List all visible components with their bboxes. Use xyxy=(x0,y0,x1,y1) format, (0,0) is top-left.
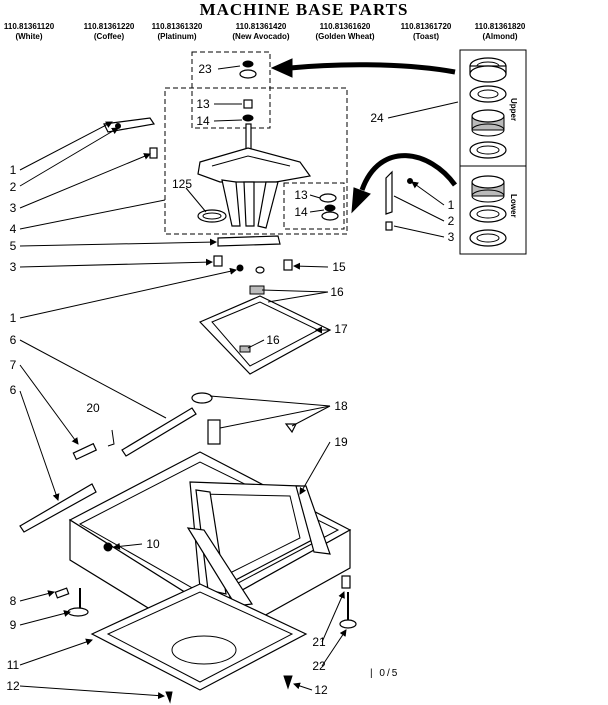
callout-7: 7 xyxy=(9,358,17,372)
model-number: 110.81361620 xyxy=(319,22,371,31)
callout-18: 18 xyxy=(334,399,348,413)
callout-15: 15 xyxy=(332,260,346,274)
callout-1: 1 xyxy=(9,311,17,325)
model-number: 110.81361320 xyxy=(151,22,203,31)
gearcase-cap-parts xyxy=(239,60,257,159)
seal-parts xyxy=(319,193,339,221)
callout-1: 1 xyxy=(447,198,455,212)
callout-13: 13 xyxy=(294,188,308,202)
model-header-coffee: 110.81361220(Coffee) xyxy=(66,22,152,42)
model-number: 110.81361420 xyxy=(235,22,287,31)
gearcase-top-group-box xyxy=(191,51,271,129)
callout-4: 4 xyxy=(9,222,17,236)
callout-2: 2 xyxy=(447,214,455,228)
model-number: 110.81361820 xyxy=(474,22,526,31)
right-clip-parts xyxy=(385,170,413,231)
model-header-toast: 110.81361720(Toast) xyxy=(383,22,469,42)
leader-lines xyxy=(19,65,459,700)
callout-14: 14 xyxy=(196,114,210,128)
callout-3: 3 xyxy=(9,260,17,274)
callout-11: 11 xyxy=(6,658,20,672)
crossbar-parts xyxy=(213,235,293,274)
callout-8: 8 xyxy=(9,594,17,608)
model-header-golden-wheat: 110.81361620(Golden Wheat) xyxy=(302,22,388,42)
drive-plate xyxy=(198,285,332,375)
seal-group-box xyxy=(283,182,345,230)
bearing-kit-box xyxy=(459,49,527,255)
model-color: (Coffee) xyxy=(93,32,125,41)
model-header-platinum: 110.81361320(Platinum) xyxy=(134,22,220,42)
big-arrow-upper xyxy=(289,62,456,75)
model-color: (Toast) xyxy=(412,32,440,41)
callout-24: 24 xyxy=(370,111,384,125)
callout-12: 12 xyxy=(6,679,20,693)
model-header-white: 110.81361120(White) xyxy=(0,22,72,42)
callout-21: 21 xyxy=(312,635,326,649)
big-arrow-lower-head xyxy=(351,187,371,214)
callout-6: 6 xyxy=(9,383,17,397)
callout-2: 2 xyxy=(9,180,17,194)
upper-bearing-parts xyxy=(469,57,507,159)
callout-13: 13 xyxy=(196,97,210,111)
callout-17: 17 xyxy=(334,322,348,336)
model-number: 110.81361220 xyxy=(83,22,135,31)
lower-bearing-label: Lower xyxy=(509,194,518,218)
big-arrow-upper-head xyxy=(270,58,293,78)
model-number: 110.81361120 xyxy=(3,22,55,31)
callout-6: 6 xyxy=(9,333,17,347)
model-color: (White) xyxy=(15,32,43,41)
leveling-legs xyxy=(54,575,357,629)
callout-20: 20 xyxy=(86,401,100,415)
callout-125: 125 xyxy=(171,177,193,191)
model-color: (Almond) xyxy=(482,32,518,41)
callout-22: 22 xyxy=(312,659,326,673)
model-number: 110.81361720 xyxy=(400,22,452,31)
diagram-title: MACHINE BASE PARTS xyxy=(199,0,409,19)
rail-parts xyxy=(19,407,197,533)
callout-12: 12 xyxy=(314,683,328,697)
base-pan xyxy=(90,583,308,704)
lower-bearing-parts xyxy=(469,175,507,247)
model-header-new-avocado: 110.81361420(New Avocado) xyxy=(218,22,304,42)
callout-9: 9 xyxy=(9,618,17,632)
callout-10: 10 xyxy=(146,537,160,551)
model-header-almond: 110.81361820(Almond) xyxy=(457,22,543,42)
callout-3: 3 xyxy=(9,201,17,215)
model-color: (Platinum) xyxy=(157,32,197,41)
callout-16: 16 xyxy=(266,333,280,347)
gearcase-assembly-group-box xyxy=(164,87,348,235)
upper-bearing-label: Upper xyxy=(509,98,518,122)
callout-23: 23 xyxy=(198,62,212,76)
page-number: | 0/5 xyxy=(370,668,400,679)
callout-3: 3 xyxy=(447,230,455,244)
gearcase-spider xyxy=(197,147,312,229)
left-clip-parts xyxy=(103,117,158,159)
model-color: (New Avocado) xyxy=(232,32,290,41)
bracket-18-parts xyxy=(191,392,297,445)
callout-16: 16 xyxy=(330,285,344,299)
callout-14: 14 xyxy=(294,205,308,219)
callout-1: 1 xyxy=(9,163,17,177)
model-color: (Golden Wheat) xyxy=(315,32,375,41)
big-arrow-lower xyxy=(359,153,458,191)
callout-5: 5 xyxy=(9,239,17,253)
callout-19: 19 xyxy=(334,435,348,449)
